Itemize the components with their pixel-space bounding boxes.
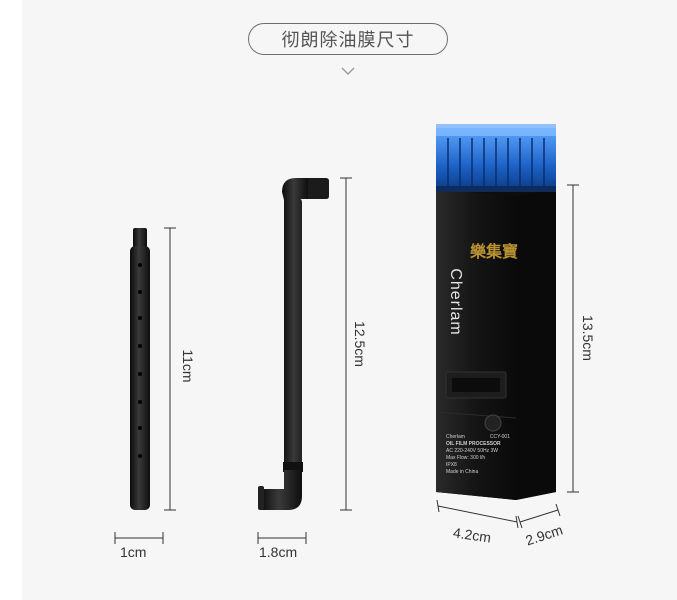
brand-logo: Cherlam — [447, 268, 464, 336]
spec-label: Cherlam CCY-001 OIL FILM PROCESSOR AC 22… — [446, 434, 510, 476]
processor-body — [435, 124, 556, 500]
inlet-tube — [130, 228, 150, 510]
chevron-down-icon — [341, 67, 355, 75]
spec-line2: Max Flow: 300 l/h — [446, 455, 486, 461]
body-height-line — [567, 184, 579, 493]
spec-brand: Cherlam — [446, 434, 465, 440]
spec-line4: Made in China — [446, 469, 479, 475]
pipe-width-line — [257, 532, 307, 544]
page-title: 彻朗除油膜尺寸 — [248, 23, 448, 55]
spec-model: CCY-001 — [489, 434, 510, 440]
tube-height-line — [164, 227, 176, 511]
pipe-length-label: 12.5cm — [352, 321, 368, 367]
pipe-width-label: 1.8cm — [259, 544, 298, 560]
body-width-line — [436, 499, 519, 529]
outlet-pipe — [258, 178, 329, 510]
tube-length-label: 11cm — [180, 349, 196, 383]
pipe-height-line — [340, 177, 352, 511]
spec-product: OIL FILM PROCESSOR — [446, 441, 501, 447]
page-title-text: 彻朗除油膜尺寸 — [281, 30, 415, 50]
tube-width-label: 1cm — [120, 544, 147, 560]
spec-line1: AC 220-240V 50Hz 3W — [446, 448, 498, 454]
tube-width-line — [114, 532, 164, 544]
body-height-label: 13.5cm — [580, 315, 596, 361]
body-depth-line — [517, 503, 561, 529]
spec-line3: IPX8 — [446, 462, 457, 468]
watermark-logo: 樂集寶 — [470, 242, 519, 261]
